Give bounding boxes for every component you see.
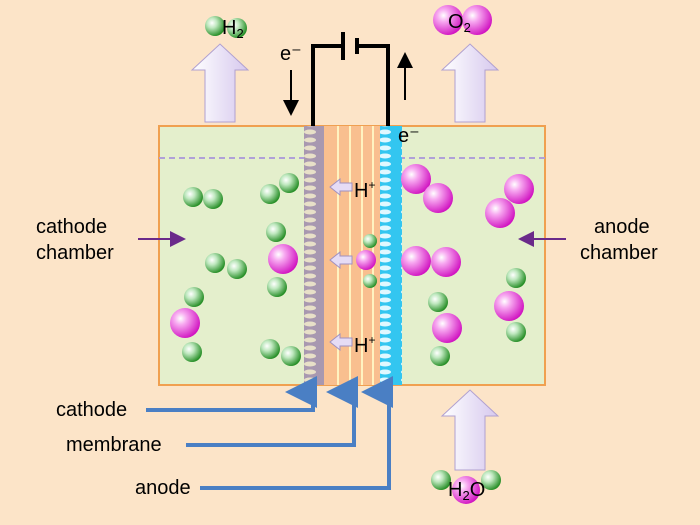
- hydrogen-atom: [279, 173, 299, 193]
- anode-chamber-label: chamber: [580, 242, 658, 264]
- hydrogen-atom: [430, 346, 450, 366]
- anode-label: anode: [135, 477, 191, 499]
- hydrogen-atom: [227, 18, 247, 38]
- hydrogen-atom: [506, 322, 526, 342]
- oxygen-atom: [170, 308, 200, 338]
- hydrogen-atom: [363, 274, 377, 288]
- cathode-pointer: [146, 376, 317, 412]
- oxygen-atom: [504, 174, 534, 204]
- hydrogen-atom: [481, 470, 501, 490]
- oxygen-atom: [494, 291, 524, 321]
- hydrogen-atom: [183, 187, 203, 207]
- hydrogen-atom: [428, 292, 448, 312]
- h2-label: H2: [222, 17, 244, 41]
- electron-label-left: e⁻: [280, 43, 302, 65]
- proton-arrow: [329, 250, 353, 270]
- proton-label: H+: [354, 333, 375, 357]
- water-in-arrow: [440, 389, 500, 471]
- proton-arrow: [329, 332, 353, 352]
- oxygen-atom: [431, 247, 461, 277]
- hydrogen-atom: [182, 342, 202, 362]
- hydrogen-atom: [227, 259, 247, 279]
- o2-out-arrow: [440, 43, 500, 123]
- oxygen-atom: [432, 313, 462, 343]
- membrane-pointer: [186, 376, 358, 447]
- oxygen-atom: [433, 5, 463, 35]
- anode-chamber-label: anode: [594, 216, 650, 238]
- hydrogen-atom: [205, 16, 225, 36]
- oxygen-atom: [268, 244, 298, 274]
- oxygen-atom: [485, 198, 515, 228]
- oxygen-atom: [452, 476, 480, 504]
- hydrogen-atom: [281, 346, 301, 366]
- electron-label-right: e⁻: [398, 125, 420, 147]
- proton-arrow: [329, 177, 353, 197]
- cathode-chamber-label: cathode: [36, 216, 107, 238]
- hydrogen-atom: [203, 189, 223, 209]
- oxygen-atom: [401, 246, 431, 276]
- hydrogen-atom: [184, 287, 204, 307]
- oxygen-atom: [423, 183, 453, 213]
- hydrogen-atom: [205, 253, 225, 273]
- hydrogen-atom: [260, 339, 280, 359]
- cathode-label: cathode: [56, 399, 127, 421]
- hydrogen-atom: [506, 268, 526, 288]
- oxygen-atom: [356, 250, 376, 270]
- o2-label: O2: [448, 11, 471, 35]
- external-circuit: [311, 32, 390, 126]
- hydrogen-atom: [431, 470, 451, 490]
- oxygen-atom: [462, 5, 492, 35]
- proton-label: H+: [354, 178, 375, 202]
- hydrogen-atom: [267, 277, 287, 297]
- h2-out-arrow: [190, 43, 250, 123]
- hydrogen-atom: [260, 184, 280, 204]
- cathode-electrode: [304, 126, 324, 385]
- water-label: H2O: [448, 479, 485, 503]
- hydrogen-atom: [266, 222, 286, 242]
- oxygen-atom: [401, 164, 431, 194]
- molecules: [170, 5, 534, 504]
- membrane-label: membrane: [66, 434, 162, 456]
- hydrogen-atom: [363, 234, 377, 248]
- anode-pointer: [200, 376, 393, 490]
- anode-electrode: [380, 126, 402, 385]
- cathode-chamber-label: chamber: [36, 242, 114, 264]
